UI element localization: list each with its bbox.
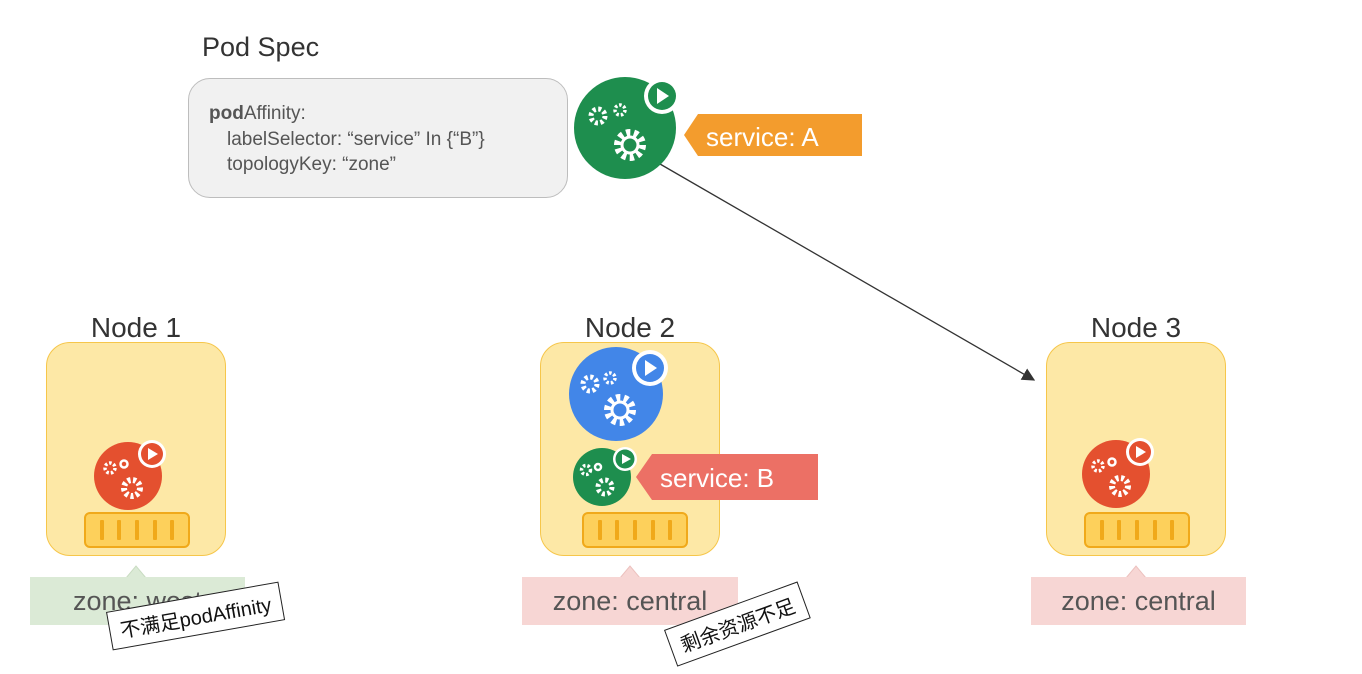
pod-spec-box: podAffinity: labelSelector: “service” In…: [188, 78, 568, 198]
node-3-rack: [1084, 512, 1190, 548]
node-3-label: Node 3: [1090, 312, 1182, 343]
node-3-zone: zone: central: [1031, 577, 1246, 625]
service-a-label: service: A: [706, 122, 819, 152]
service-b-label: service: B: [660, 463, 775, 493]
node-1-zone-notch: [125, 565, 147, 579]
node-1-rack: [84, 512, 190, 548]
node-2-label: Node 2: [584, 312, 676, 343]
node-2-blue-pod-icon: [569, 347, 668, 441]
service-b-tag: [636, 454, 818, 500]
spec-keyword: pod: [209, 103, 244, 124]
pod-spec-title: Pod Spec: [202, 32, 320, 62]
spec-line-podaffinity: podAffinity:: [209, 103, 306, 125]
spec-line-labelselector: labelSelector: “service” In {“B”}: [227, 129, 485, 150]
node-2-zone-notch: [619, 565, 641, 579]
node-1-label: Node 1: [90, 312, 182, 343]
node-3-pod-icon: [1082, 438, 1154, 508]
spec-line-topologykey: topologyKey: “zone”: [227, 154, 396, 175]
node-2-rack: [582, 512, 688, 548]
new-pod-icon: [574, 77, 680, 179]
service-a-tag: [684, 114, 862, 156]
node-2-service-b-pod-icon: [573, 447, 637, 506]
node-1-pod-icon: [94, 440, 166, 510]
node-3-zone-notch: [1125, 565, 1147, 579]
spec-keyword-rest: Affinity:: [243, 103, 306, 124]
